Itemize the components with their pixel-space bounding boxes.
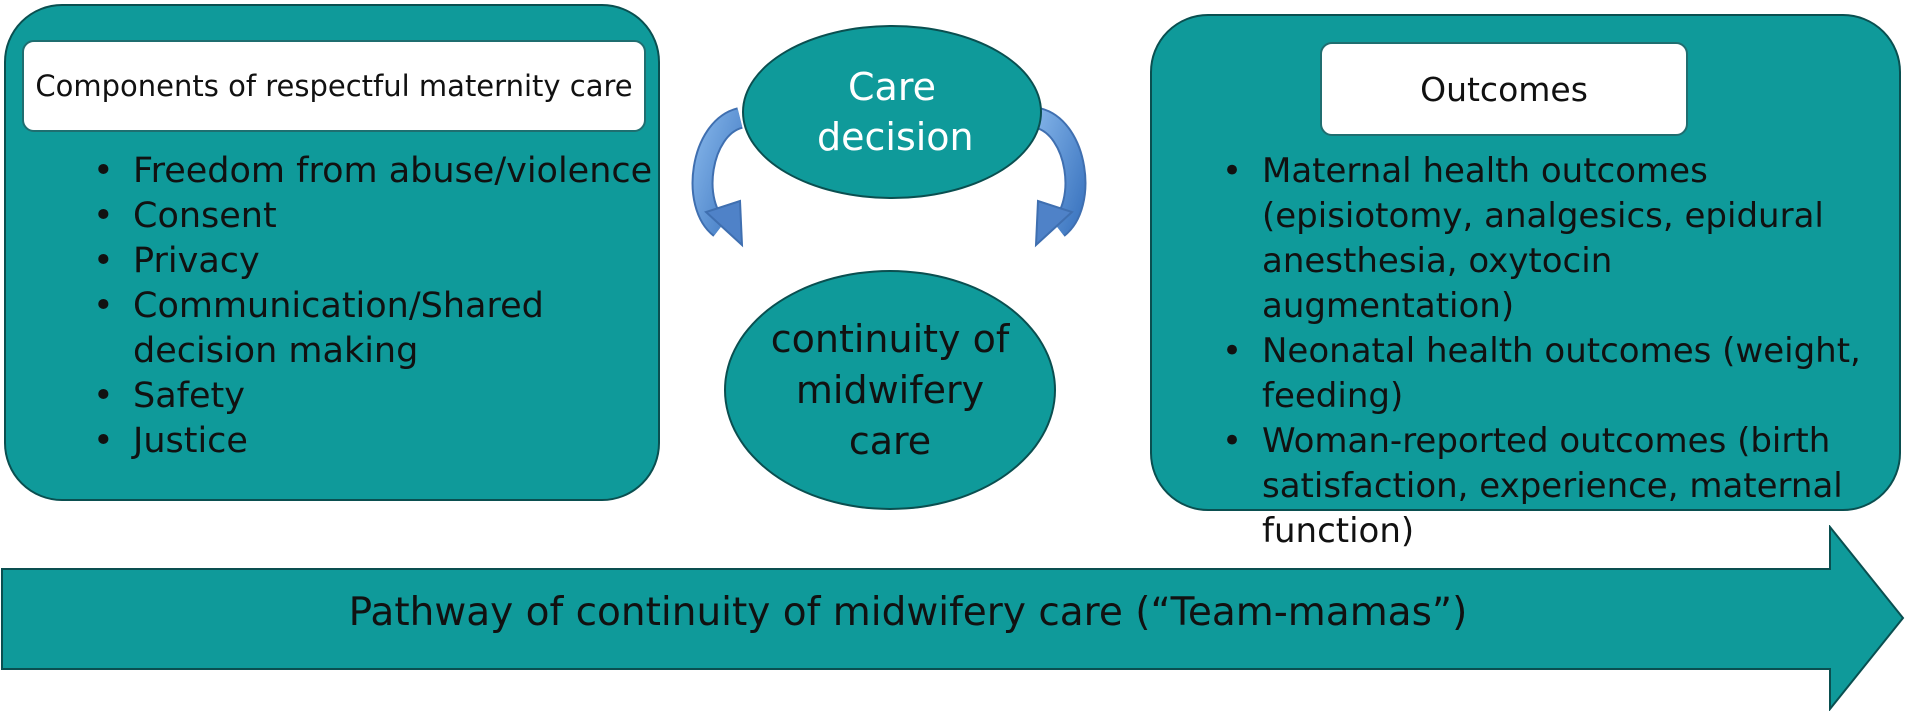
components-panel: Components of respectful maternity care … (4, 4, 660, 501)
pathway-arrow (1, 525, 1905, 711)
list-item: •Safety (93, 374, 653, 419)
components-title: Components of respectful maternity care (35, 69, 633, 103)
continuity-ellipse: continuity of midwifery care (724, 270, 1056, 510)
list-item: •Woman-reported outcomes (birth satisfac… (1222, 421, 1843, 551)
bullet-icon: • (1222, 331, 1243, 371)
care-decision-ellipse: Care decision (742, 25, 1042, 199)
list-item: •Maternal health outcomes (episiotomy, a… (1222, 151, 1824, 326)
bullet-icon: • (93, 196, 114, 236)
pathway-label: Pathway of continuity of midwifery care … (348, 590, 1468, 635)
list-item: •Consent (93, 194, 653, 239)
list-item: •Communication/Shared decision making (93, 286, 544, 371)
bullet-icon: • (93, 421, 114, 461)
bullet-icon: • (93, 286, 114, 326)
bullet-icon: • (93, 151, 114, 191)
list-item: •Neonatal health outcomes (weight, feedi… (1222, 331, 1861, 416)
bullet-icon: • (93, 376, 114, 416)
right-curved-arrow-icon (1034, 107, 1087, 248)
outcomes-title: Outcomes (1420, 69, 1588, 109)
outcomes-list: •Maternal health outcomes (episiotomy, a… (1222, 149, 1862, 554)
continuity-label: continuity of midwifery care (770, 316, 1010, 463)
outcomes-panel: Outcomes •Maternal health outcomes (epis… (1150, 14, 1901, 551)
components-list: •Freedom from abuse/violence •Consent •P… (93, 149, 653, 464)
list-item: •Privacy (93, 239, 653, 284)
care-decision-label: Care decision (817, 65, 974, 159)
left-curved-arrow-icon (691, 107, 744, 248)
pathway-arrow-shape (1, 525, 1905, 711)
bullet-icon: • (1222, 151, 1243, 191)
components-header: Components of respectful maternity care (22, 40, 646, 132)
outcomes-header: Outcomes (1320, 42, 1688, 136)
list-item: •Freedom from abuse/violence (93, 149, 653, 194)
bullet-icon: • (93, 241, 114, 281)
list-item: •Justice (93, 419, 653, 464)
bullet-icon: • (1222, 421, 1243, 461)
